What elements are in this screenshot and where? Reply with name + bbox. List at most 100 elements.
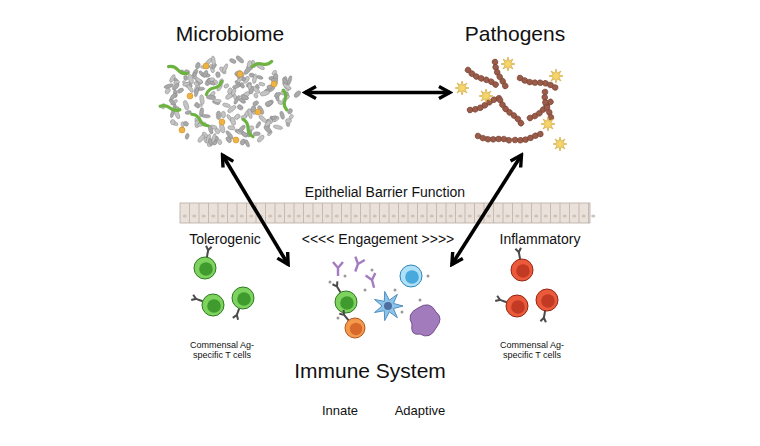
- commensal-bacterium: [202, 70, 209, 79]
- cell-border: [322, 203, 323, 223]
- cell-nucleus: [278, 214, 282, 217]
- cell-nucleus: [544, 214, 548, 217]
- node-title: Immune System: [294, 359, 446, 383]
- cell-nucleus: [230, 214, 234, 217]
- pathogen-illustration: [455, 57, 567, 151]
- commensal-bacterium: [232, 83, 241, 89]
- commensal-bacterium: [202, 114, 211, 118]
- cell: [332, 281, 357, 313]
- coccus-bacterium: [179, 127, 185, 133]
- commensal-bacterium: [214, 99, 222, 103]
- cell-nucleus: [211, 214, 215, 217]
- cell-nucleus: [572, 214, 576, 217]
- cell-nucleus: [411, 214, 415, 217]
- commensal-bacterium: [271, 115, 279, 122]
- diagram-label: Epithelial Barrier Function: [305, 184, 465, 200]
- t-cell-receptor: [495, 296, 506, 302]
- t-cell-receptor: [233, 308, 239, 319]
- cell-nucleus: [430, 214, 434, 217]
- cell-nucleus: [525, 214, 529, 217]
- diagram-node: Microbiome: [155, 22, 305, 155]
- commensal-bacterium: [221, 63, 228, 73]
- cell-border: [541, 203, 542, 223]
- coccus-bacterium: [219, 119, 225, 125]
- cell: [495, 295, 528, 317]
- cell-border: [351, 203, 352, 223]
- commensal-bacterium: [240, 94, 249, 101]
- cell-border: [427, 203, 428, 223]
- pathogen-cell: [492, 81, 500, 89]
- rod-bacterium: [282, 90, 288, 110]
- cell-nucleus: [287, 214, 291, 217]
- commensal-bacterium: [197, 134, 206, 144]
- cell-nucleus: [496, 214, 500, 217]
- commensal-bacterium: [253, 132, 260, 136]
- cytokine-dot: [344, 275, 347, 278]
- cell-border: [237, 203, 238, 223]
- cell-border: [560, 203, 561, 223]
- double-arrow: [305, 91, 450, 95]
- cell-border: [417, 203, 418, 223]
- node-title: Pathogens: [465, 22, 565, 46]
- commensal-bacterium: [236, 104, 244, 111]
- cell-nucleus: [534, 214, 538, 217]
- cell-nucleus: [192, 214, 196, 217]
- cytokine-dot: [401, 311, 404, 314]
- cytokine-dot: [371, 269, 374, 272]
- cell-border: [531, 203, 532, 223]
- commensal-bacterium: [222, 102, 231, 108]
- cell-nucleus: [306, 214, 310, 217]
- diagram-label: <<<< Engagement >>>>: [302, 231, 455, 247]
- commensal-bacterium: [223, 83, 229, 89]
- cell-nucleus: [458, 214, 462, 217]
- cell-nucleus: [183, 214, 187, 217]
- diagram-label: Commensal Ag-specific T cells: [486, 340, 578, 361]
- cell-nucleus: [240, 214, 244, 217]
- cytokine-dot: [394, 289, 397, 292]
- toxin-burst: [549, 69, 563, 83]
- pathogen-cell: [502, 82, 509, 89]
- dendritic-cell: [375, 291, 404, 320]
- cell-border: [246, 203, 247, 223]
- commensal-bacterium: [255, 121, 262, 129]
- commensal-bacterium: [225, 130, 234, 140]
- pathogen-chain: [495, 95, 525, 129]
- commensal-bacterium: [199, 94, 204, 104]
- cell-nucleus: [468, 214, 472, 217]
- commensal-bacterium: [169, 74, 176, 83]
- cell-border: [474, 203, 475, 223]
- cell-nucleus: [553, 214, 557, 217]
- commensal-bacterium: [215, 71, 220, 77]
- cell-border: [408, 203, 409, 223]
- cell-border: [284, 203, 285, 223]
- cell: [339, 310, 365, 338]
- commensal-bacterium: [233, 95, 241, 105]
- commensal-bacterium: [179, 127, 185, 133]
- double-arrow: [223, 155, 289, 265]
- pathogen-cell: [537, 131, 544, 138]
- commensal-bacterium: [265, 99, 275, 108]
- commensal-bacterium: [253, 93, 258, 99]
- commensal-bacterium: [185, 133, 190, 140]
- cell-nucleus: [506, 214, 510, 217]
- commensal-bacterium: [258, 114, 268, 123]
- coccus-bacterium: [233, 137, 239, 143]
- double-arrow: [452, 155, 522, 265]
- microbiome-illustration: [160, 55, 302, 148]
- cytokine-dot: [419, 299, 422, 302]
- pathogen-cell: [506, 137, 513, 144]
- toxin-burst: [501, 57, 515, 71]
- node-title: Microbiome: [176, 22, 285, 46]
- commensal-bacterium: [195, 62, 201, 70]
- cell-border: [199, 203, 200, 223]
- t-cell-receptor: [191, 295, 202, 301]
- cell-border: [503, 203, 504, 223]
- toxin-burst: [479, 89, 493, 103]
- antibody: [333, 262, 343, 276]
- coccus-bacterium: [255, 109, 261, 115]
- toxin-burst: [455, 81, 469, 95]
- epithelial-barrier: [180, 203, 595, 223]
- commensal-bacterium: [282, 77, 289, 85]
- cell-border: [218, 203, 219, 223]
- cell-nucleus: [401, 214, 405, 217]
